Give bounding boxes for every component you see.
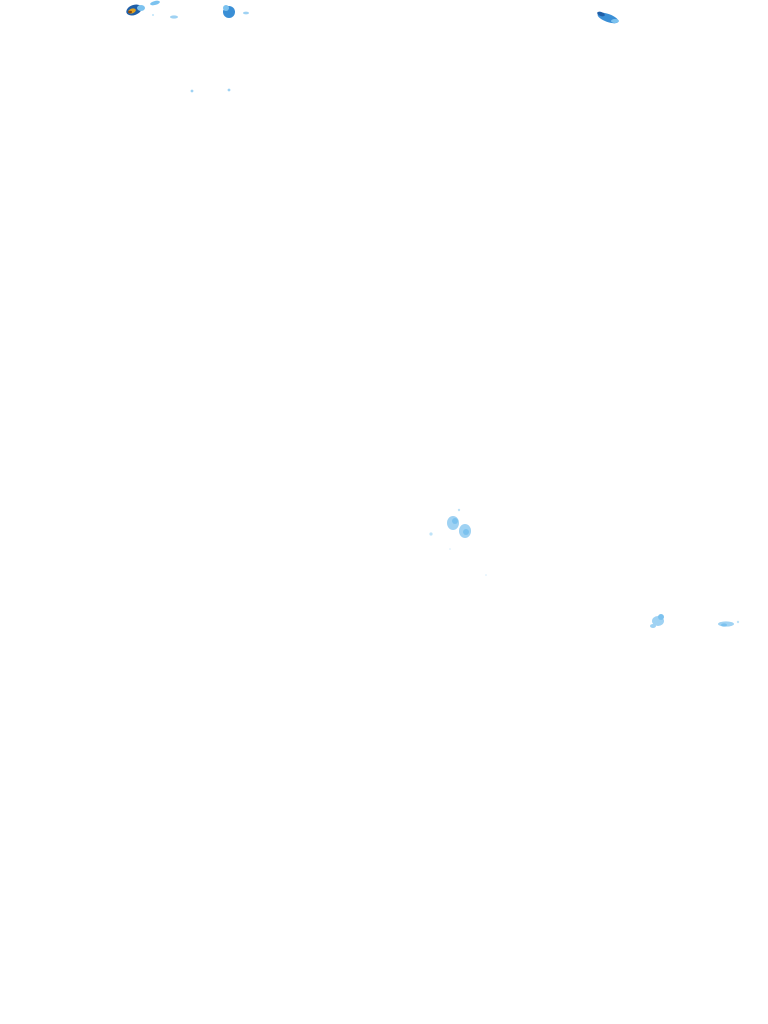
echo-cell-ne	[597, 11, 619, 24]
echo-cell-center	[429, 508, 487, 576]
echo-cell-se-east	[718, 620, 740, 627]
echo-cell-nw-main	[126, 4, 145, 16]
echo-cell-nw-east	[223, 5, 249, 18]
echo-cell-se-west	[650, 614, 664, 628]
echo-cell-nw-trail	[150, 0, 231, 93]
